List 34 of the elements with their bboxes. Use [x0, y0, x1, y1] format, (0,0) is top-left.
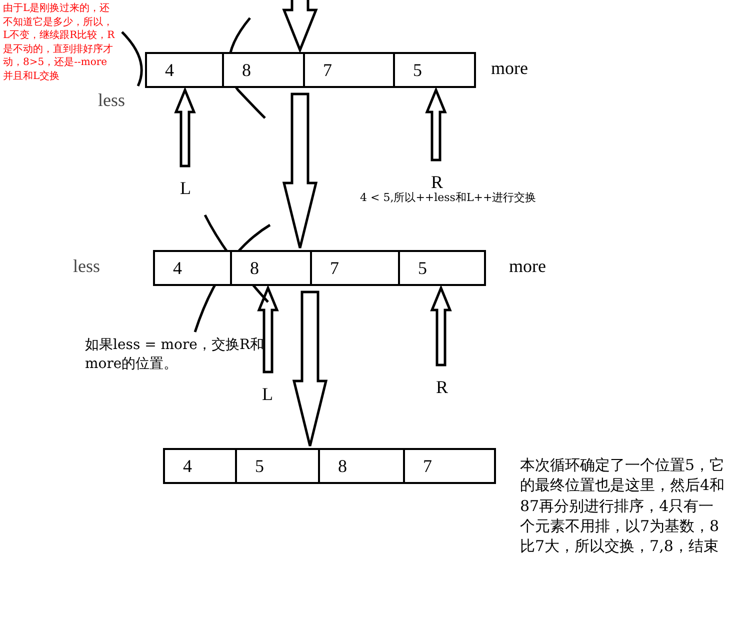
pointer-label: R: [431, 172, 444, 193]
hollow-arrow: [292, 290, 328, 448]
array-cell: 8: [232, 252, 312, 284]
hollow-arrow: [282, 92, 318, 250]
array-cell: 4: [165, 450, 237, 482]
note-text: 4 < 5,所以++less和L++进行交换: [360, 191, 538, 206]
note-text: 由于L是刚换过来的，还不知道它是多少，所以，L不变，继续跟R比较，R是不动的，直到排好序才动，8>5，还是--more并且和L交换: [3, 2, 115, 83]
hollow-arrow: [282, 0, 318, 54]
pointer-label: R: [436, 377, 448, 398]
hollow-arrow: [425, 86, 447, 162]
array-box: [153, 250, 486, 286]
array-cell: 5: [237, 450, 320, 482]
array-cell: 4: [147, 54, 224, 86]
array-cell: 7: [305, 54, 395, 86]
pointer-label: L: [262, 384, 273, 405]
array-cell: 4: [155, 252, 232, 284]
hollow-arrow: [257, 284, 279, 374]
hollow-arrow: [430, 284, 452, 366]
pointer-label: more: [509, 256, 546, 277]
array-cell: 5: [400, 252, 484, 284]
array-cell: 7: [405, 450, 494, 482]
array-cell: 7: [312, 252, 400, 284]
array-box: [163, 448, 496, 484]
array-cell: 8: [224, 54, 305, 86]
array-cell: 8: [320, 450, 405, 482]
pointer-label: L: [180, 178, 191, 199]
pointer-label: less: [98, 90, 125, 111]
hollow-arrow: [174, 86, 196, 168]
array-cell: 5: [395, 54, 474, 86]
pointer-label: less: [73, 256, 100, 277]
array-box: [145, 52, 476, 88]
note-text: 本次循环确定了一个位置5，它的最终位置也是这里，然后4和87再分别进行排序，4只有一个元素不用排，以7为基数，8比7大，所以交换，7,8，结束: [520, 455, 725, 556]
note-text: 如果less = more，交换R和more的位置。: [85, 336, 265, 374]
pointer-label: more: [491, 58, 528, 79]
